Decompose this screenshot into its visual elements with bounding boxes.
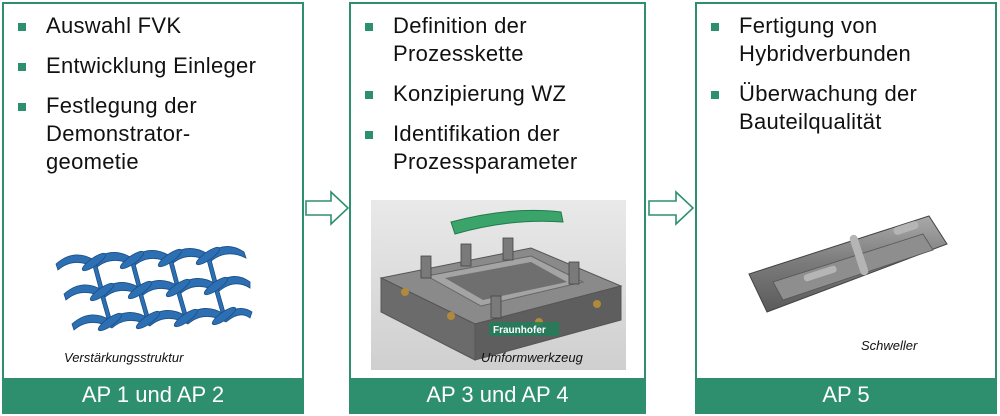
bullet-item: Entwicklung Einleger [18,52,298,80]
square-bullet-icon [365,23,373,31]
right-arrow-icon [648,190,694,226]
bullet-item: Festlegung der Demonstrator-geometie [18,92,256,176]
fraunhofer-logo: Fraunhofer [493,325,546,336]
footer-ap1-ap2: AP 1 und AP 2 [4,378,302,412]
footer-ap5: AP 5 [697,378,995,412]
caption-forming-tool: Umformwerkzeug [481,350,583,365]
square-bullet-icon [18,63,26,71]
square-bullet-icon [711,91,719,99]
square-bullet-icon [18,23,26,31]
sill-part-photo [748,215,948,313]
panel-ap1-ap2: Auswahl FVK Entwicklung Einleger Festleg… [2,2,304,414]
bullet-list: Fertigung von Hybridverbunden Überwachun… [711,12,991,148]
square-bullet-icon [711,23,719,31]
square-bullet-icon [18,103,26,111]
bullet-item: Überwachung der Bauteilqualität [711,80,991,136]
bullet-item: Identifikation der Prozessparameter [365,120,640,176]
forming-tool-photo: Fraunhofer [371,200,626,370]
caption-sill: Schweller [861,338,918,353]
caption-reinforcement-structure: Verstärkungsstruktur [64,350,184,365]
bullet-item: Auswahl FVK [18,12,298,40]
footer-ap3-ap4: AP 3 und AP 4 [351,378,644,412]
reinforcement-structure-illustration [55,246,253,332]
bullet-item: Fertigung von Hybridverbunden [711,12,991,68]
panel-ap5: Fertigung von Hybridverbunden Überwachun… [695,2,997,414]
square-bullet-icon [365,131,373,139]
panel-ap3-ap4: Definition der Prozesskette Konzipierung… [349,2,646,414]
bullet-item: Definition der Prozesskette [365,12,640,68]
bullet-list: Auswahl FVK Entwicklung Einleger Festleg… [18,12,298,188]
bullet-item: Konzipierung WZ [365,80,640,108]
bullet-list: Definition der Prozesskette Konzipierung… [365,12,640,188]
square-bullet-icon [365,91,373,99]
right-arrow-icon [305,190,349,226]
